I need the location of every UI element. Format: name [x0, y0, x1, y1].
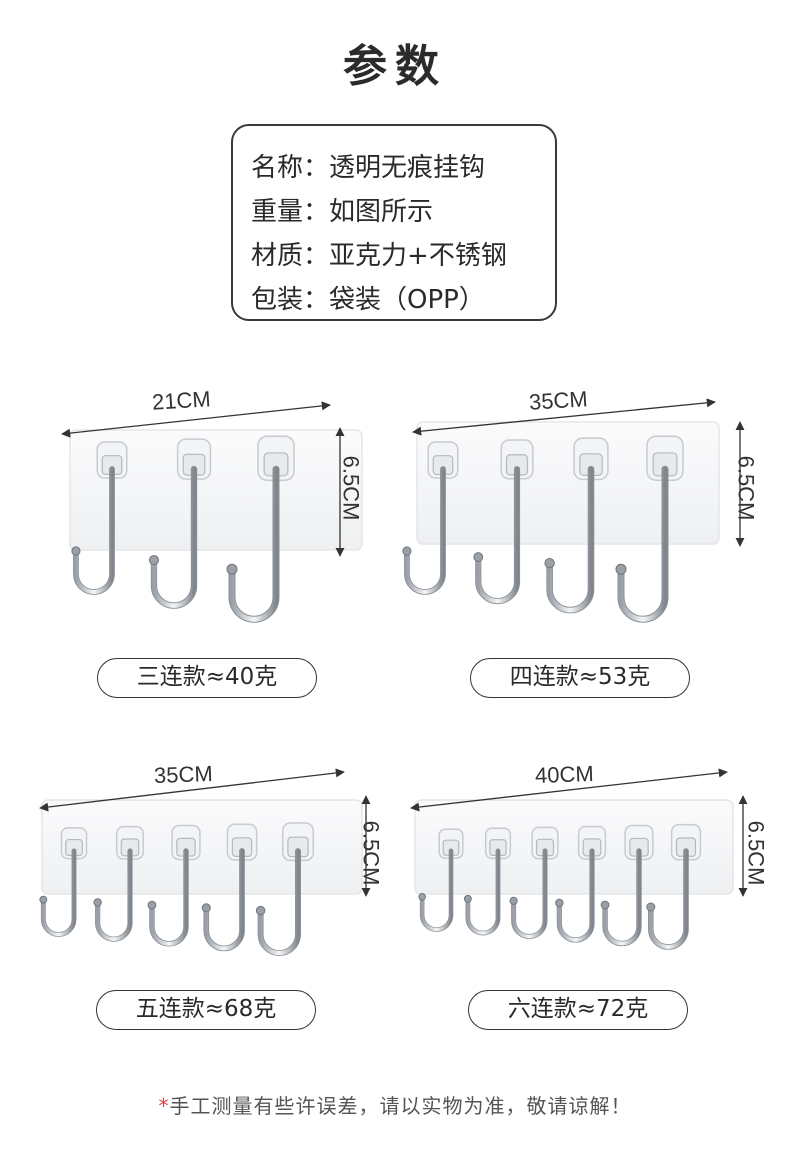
spec-value: 袋装（OPP）: [329, 285, 485, 315]
product-caption: 六连款≈72克: [468, 990, 688, 1030]
hook: [148, 438, 212, 609]
hook-rack-image: [402, 398, 745, 623]
hook: [555, 825, 607, 943]
hook-rack-image: [39, 768, 371, 956]
hook-wire: [466, 849, 500, 935]
hook-ball-tip: [615, 563, 627, 575]
width-dimension-label: 21CM: [151, 386, 212, 415]
hook: [255, 822, 315, 956]
width-arrow: [412, 398, 716, 436]
hook: [509, 826, 559, 939]
page-title: 参数: [343, 41, 447, 92]
hook-ball-tip: [201, 903, 211, 913]
hook-wire: [547, 466, 594, 613]
hook: [473, 439, 534, 605]
product-caption: 三连款≈40克: [97, 658, 317, 698]
hook-wire: [511, 849, 547, 939]
hook-ball-tip: [71, 546, 81, 556]
spec-value: 透明无痕挂钩: [329, 153, 486, 183]
spec-value: 亚克力+不锈钢: [329, 241, 507, 271]
spec-value: 如图所示: [329, 197, 434, 227]
product-four-hook: 35CM 6.5CM 四连款≈53克: [395, 380, 775, 720]
hook-wire: [204, 848, 245, 951]
hook: [544, 437, 609, 614]
spec-label: 材质: [251, 241, 304, 271]
hook-wire: [229, 466, 279, 622]
hook-ball-tip: [473, 552, 484, 562]
hook-ball-tip: [93, 898, 102, 907]
product-caption: 五连款≈68克: [96, 990, 316, 1030]
spec-label: 名称: [251, 153, 304, 183]
hook-ball-tip: [555, 898, 564, 908]
spec-colon: ：: [303, 285, 330, 315]
hook-ball-tip: [509, 896, 518, 905]
hook-rack-image: [410, 768, 748, 950]
product-six-hook: 40CM 6.5CM 六连款≈72克: [405, 760, 780, 1100]
hook-ball-tip: [226, 563, 238, 575]
hook-wire: [603, 849, 641, 946]
hook-ball-tip: [463, 894, 472, 903]
hook: [147, 824, 201, 947]
hook: [463, 827, 512, 936]
width-arrow: [39, 768, 345, 812]
hook: [71, 441, 128, 595]
hook: [39, 827, 88, 937]
width-arrow: [61, 401, 331, 438]
measurement-note: *手工测量有些许误差，请以实物为准，敬请谅解！: [0, 1090, 790, 1119]
hook-wire: [41, 849, 76, 937]
hook-wire: [151, 466, 197, 608]
note-text: 手工测量有些许误差，请以实物为准，敬请谅解！: [169, 1094, 632, 1118]
height-dimension-label: 6.5CM: [743, 820, 769, 886]
hook: [615, 435, 684, 623]
hook-wire: [150, 849, 188, 946]
hook-ball-tip: [544, 557, 555, 569]
hook-rack-image: [61, 401, 363, 623]
hook-wire: [404, 466, 446, 594]
hook-wire: [476, 466, 520, 604]
hook: [201, 823, 258, 952]
spec-row-package: 包装：袋装（OPP）: [251, 278, 555, 322]
hook-wire: [258, 848, 301, 956]
hook: [226, 435, 295, 623]
hook-ball-tip: [147, 900, 157, 910]
height-dimension-label: 6.5CM: [338, 455, 364, 521]
hook-ball-tip: [600, 900, 610, 910]
width-dimension-label: 35CM: [528, 386, 589, 415]
hook: [418, 828, 464, 932]
hook: [600, 824, 654, 947]
width-dimension-label: 35CM: [153, 760, 214, 789]
spec-label: 重量: [251, 197, 304, 227]
spec-colon: ：: [303, 241, 330, 271]
spec-row-weight: 重量：如图所示: [251, 190, 555, 234]
product-caption: 四连款≈53克: [470, 658, 690, 698]
spec-colon: ：: [303, 197, 330, 227]
hook: [646, 823, 702, 950]
hook-ball-tip: [402, 546, 412, 556]
hook-ball-tip: [646, 902, 656, 912]
spec-colon: ：: [303, 153, 330, 183]
hook: [402, 441, 459, 595]
hook-wire: [557, 849, 594, 942]
product-three-hook: 21CM 6.5CM 三连款≈40克: [40, 380, 380, 720]
asterisk: *: [158, 1094, 170, 1118]
hook-wire: [95, 849, 132, 941]
hook-ball-tip: [418, 892, 426, 901]
height-dimension-label: 6.5CM: [733, 455, 759, 521]
width-arrow: [410, 768, 728, 812]
spec-row-material: 材质：亚克力+不锈钢: [251, 234, 555, 278]
hook: [93, 825, 144, 942]
hook-ball-tip: [148, 555, 160, 566]
hook-ball-tip: [39, 895, 48, 904]
hook-ball-tip: [255, 905, 266, 916]
product-five-hook: 35CM 6.5CM 五连款≈68克: [30, 760, 390, 1100]
width-dimension-label: 40CM: [534, 760, 595, 789]
hook-wire: [648, 849, 688, 949]
hook-wire: [618, 466, 668, 622]
height-dimension-label: 6.5CM: [358, 820, 384, 886]
spec-box: 名称：透明无痕挂钩 重量：如图所示 材质：亚克力+不锈钢 包装：袋装（OPP）: [231, 124, 557, 321]
spec-row-name: 名称：透明无痕挂钩: [251, 146, 555, 190]
spec-label: 包装: [251, 285, 304, 315]
hook-wire: [73, 466, 115, 594]
hook-wire: [420, 849, 453, 932]
